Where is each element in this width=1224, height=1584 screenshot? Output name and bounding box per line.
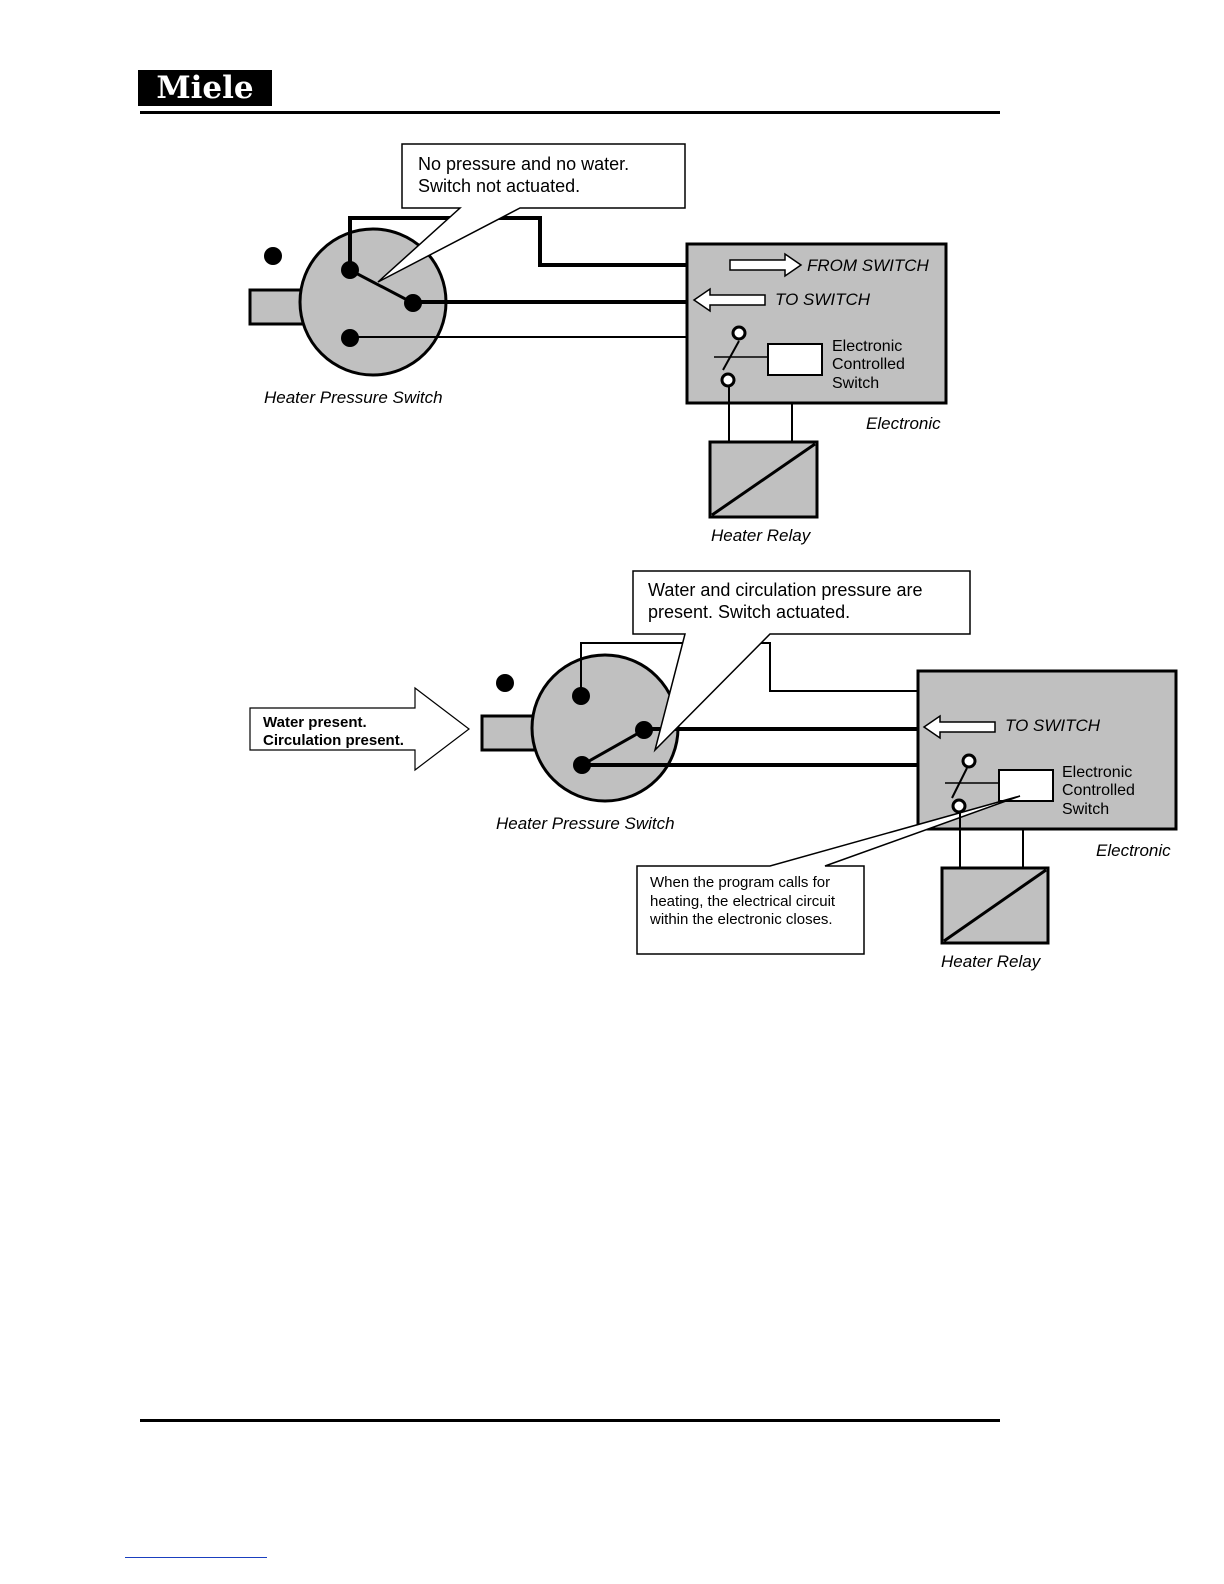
ecs-label-1: Electronic	[832, 338, 902, 355]
label-pressure-switch-top: Heater Pressure Switch	[264, 388, 443, 407]
footer-rule	[140, 1419, 1000, 1422]
callout-top-line-2: Switch not actuated.	[418, 176, 580, 196]
heating-note-line-3: within the electronic closes.	[649, 911, 833, 928]
label-to-switch-bottom: TO SWITCH	[1005, 716, 1101, 735]
ecs-label-2: Controlled	[1062, 782, 1135, 799]
arrow-text-2: Circulation present.	[263, 732, 404, 749]
diagram-bottom: Water present. Circulation present. Wate…	[249, 570, 1178, 971]
heating-note-box	[636, 795, 1021, 955]
arrow-to-switch-icon	[692, 287, 766, 313]
label-from-switch: FROM SWITCH	[807, 256, 930, 275]
label-heater-relay-bottom: Heater Relay	[941, 952, 1042, 971]
relay-diagonal	[943, 868, 1047, 943]
callout-top-line-1: No pressure and no water.	[418, 154, 629, 174]
relay-diagonal	[711, 442, 816, 517]
label-electronic-bottom: Electronic	[1096, 841, 1171, 860]
ecs-coil-box	[998, 769, 1054, 802]
ecs-label-3: Switch	[1062, 801, 1109, 818]
switch-contact-arm	[581, 728, 645, 767]
label-to-switch: TO SWITCH	[775, 290, 871, 309]
terminal-dot	[264, 247, 282, 265]
ecs-label-1: Electronic	[1062, 764, 1132, 781]
callout-box-top	[377, 143, 686, 283]
label-electronic-top: Electronic	[866, 414, 941, 433]
label-pressure-switch-bottom: Heater Pressure Switch	[496, 814, 675, 833]
ecs-coil-box	[767, 343, 823, 376]
ecs-contact-upper	[731, 325, 747, 341]
water-present-arrow	[249, 686, 470, 772]
miele-logo: Miele	[138, 70, 272, 106]
footer-link-line	[125, 1557, 267, 1558]
wire-upper	[580, 642, 920, 696]
ecs-contact-lower	[720, 372, 736, 388]
ecs-label-2: Controlled	[832, 356, 905, 373]
ecs-contact-upper	[961, 753, 977, 769]
arrow-from-switch-icon	[729, 252, 803, 278]
ecs-contact-arm	[722, 340, 740, 371]
ecs-label-3: Switch	[832, 375, 879, 392]
arrow-text-1: Water present.	[263, 714, 367, 731]
callout-bottom-line-2: present. Switch actuated.	[648, 602, 850, 622]
arrow-to-switch-icon	[922, 714, 996, 740]
heating-note-line-1: When the program calls for	[650, 874, 830, 891]
header-rule	[140, 111, 1000, 114]
callout-bottom-line-1: Water and circulation pressure are	[648, 580, 922, 600]
diagram-top: No pressure and no water. Switch not act…	[248, 143, 948, 545]
ecs-contact-lower	[951, 798, 967, 814]
callout-box-bottom	[632, 570, 971, 753]
label-heater-relay-top: Heater Relay	[711, 526, 812, 545]
wire-from-switch	[348, 216, 688, 270]
switch-contact-arm	[349, 268, 414, 305]
terminal-dot	[496, 674, 514, 692]
heating-note-line-2: heating, the electrical circuit	[650, 893, 836, 910]
logo-text: Miele	[156, 70, 254, 106]
